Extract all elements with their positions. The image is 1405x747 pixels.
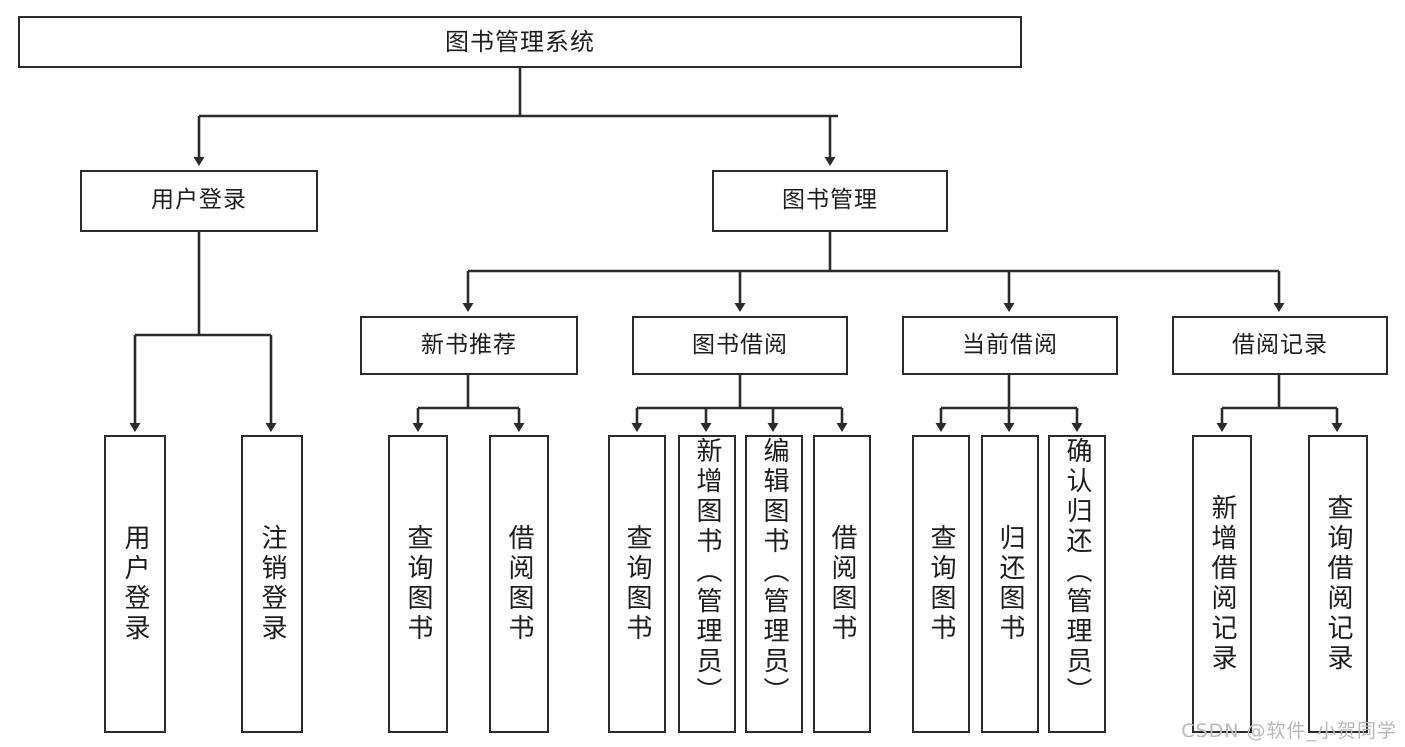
node-label: 当前借阅 — [962, 331, 1058, 358]
node-label: 图书借阅 — [692, 331, 788, 358]
node-label: 归还图书 — [995, 524, 1025, 644]
node-label: 用户登录 — [120, 524, 150, 644]
leaf-borrow-query-book[interactable]: 查询图书 — [608, 435, 666, 733]
node-user-login[interactable]: 用户登录 — [80, 170, 318, 232]
leaf-record-query-record[interactable]: 查询借阅记录 — [1308, 435, 1368, 733]
node-label: 借阅记录 — [1232, 331, 1328, 358]
node-label: 编辑图书（管理员） — [759, 437, 789, 707]
node-root-system[interactable]: 图书管理系统 — [18, 16, 1022, 68]
node-current-borrow[interactable]: 当前借阅 — [902, 316, 1118, 375]
leaf-record-add-record[interactable]: 新增借阅记录 — [1192, 435, 1252, 733]
node-borrow-record[interactable]: 借阅记录 — [1172, 316, 1388, 375]
leaf-borrow-add-book-admin[interactable]: 新增图书（管理员） — [678, 435, 736, 733]
leaf-current-confirm-return-admin[interactable]: 确认归还（管理员） — [1048, 435, 1106, 733]
node-label: 查询借阅记录 — [1323, 494, 1353, 674]
leaf-recommend-borrow-book[interactable]: 借阅图书 — [489, 435, 549, 733]
node-label: 新增图书（管理员） — [692, 437, 722, 707]
node-book-management[interactable]: 图书管理 — [712, 170, 948, 232]
leaf-user-login[interactable]: 用户登录 — [104, 435, 166, 733]
node-label: 图书管理系统 — [445, 27, 595, 56]
node-label: 注销登录 — [257, 524, 287, 644]
leaf-logout[interactable]: 注销登录 — [241, 435, 303, 733]
node-label: 新增借阅记录 — [1207, 494, 1237, 674]
node-book-borrow[interactable]: 图书借阅 — [632, 316, 848, 375]
leaf-borrow-edit-book-admin[interactable]: 编辑图书（管理员） — [745, 435, 803, 733]
node-label: 确认归还（管理员） — [1062, 437, 1092, 707]
leaf-current-return-book[interactable]: 归还图书 — [981, 435, 1039, 733]
leaf-recommend-query-book[interactable]: 查询图书 — [388, 435, 448, 733]
node-label: 用户登录 — [151, 187, 247, 214]
csdn-watermark: CSDN @软件_小贺同学 — [1181, 720, 1397, 742]
node-label: 查询图书 — [403, 524, 433, 644]
node-label: 新书推荐 — [421, 331, 517, 358]
node-label: 图书管理 — [782, 187, 878, 214]
node-label: 借阅图书 — [827, 524, 857, 644]
node-new-book-recommend[interactable]: 新书推荐 — [360, 316, 578, 375]
leaf-borrow-borrow-book[interactable]: 借阅图书 — [813, 435, 871, 733]
node-label: 查询图书 — [926, 524, 956, 644]
leaf-current-query-book[interactable]: 查询图书 — [912, 435, 970, 733]
node-label: 借阅图书 — [504, 524, 534, 644]
node-label: 查询图书 — [622, 524, 652, 644]
